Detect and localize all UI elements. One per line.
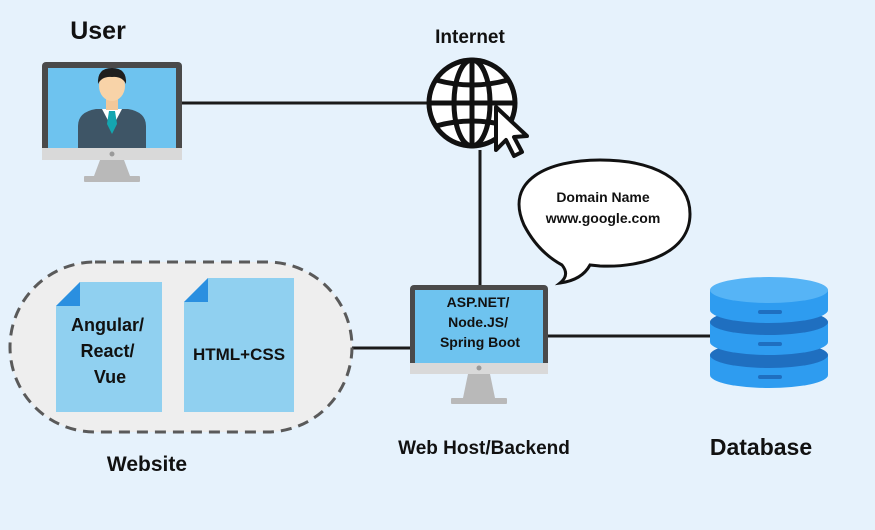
backend-line: ASP.NET/: [447, 294, 510, 310]
person-avatar-icon: [78, 68, 146, 148]
database-label: Database: [710, 434, 812, 460]
file-line: Angular/: [71, 315, 144, 335]
connectors: [180, 101, 710, 350]
website-label: Website: [107, 453, 187, 476]
file-line: HTML+CSS: [193, 345, 285, 364]
svg-text:Angular/ React/ Vu: Angular/ React/ Vue: [71, 315, 149, 387]
user-monitor-icon: [42, 62, 182, 182]
domain-name-bubble: Domain Name www.google.com: [517, 158, 692, 286]
cursor-icon: [494, 105, 529, 158]
domain-name-title: Domain Name: [556, 189, 650, 205]
file-html-css: HTML+CSS: [184, 278, 294, 412]
backend-line: Spring Boot: [440, 334, 520, 350]
file-line: React/: [80, 341, 134, 361]
backend-line: Node.JS/: [448, 314, 508, 330]
globe-icon: [426, 57, 518, 149]
web-host-label: Web Host/Backend: [398, 438, 570, 459]
document-icon: [56, 282, 80, 306]
file-line: Vue: [94, 367, 126, 387]
document-icon: [184, 278, 208, 302]
user-label: User: [70, 17, 126, 45]
svg-text:ASP.NET/ Node.JS/: ASP.NET/ Node.JS/ Spring Boot: [440, 294, 520, 350]
backend-monitor-icon: ASP.NET/ Node.JS/ Spring Boot: [410, 285, 548, 404]
database-icon: [710, 277, 828, 388]
internet-label: Internet: [435, 27, 505, 48]
file-angular-react-vue: Angular/ React/ Vue: [56, 282, 162, 412]
domain-name-value: www.google.com: [545, 210, 661, 226]
